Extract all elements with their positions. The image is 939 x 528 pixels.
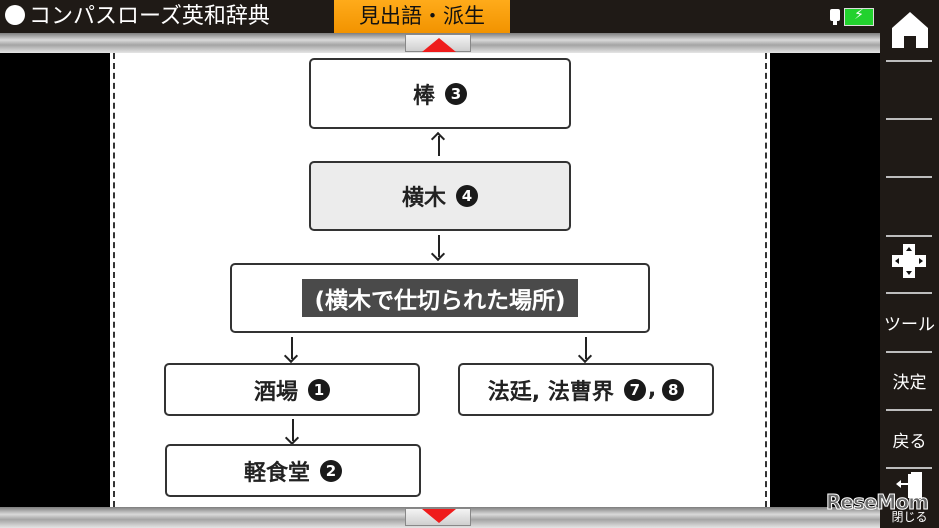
node-label: 軽食堂 xyxy=(243,460,310,486)
page-border-left xyxy=(113,53,115,507)
sidebar-divider xyxy=(886,60,932,62)
node-sakaba: 酒場 1 xyxy=(164,363,420,416)
circled-number: 4 xyxy=(456,185,478,207)
node-keishokudou: 軽食堂 2 xyxy=(165,444,421,497)
circle-icon xyxy=(5,5,25,25)
node-label: 横木 xyxy=(401,186,446,211)
sidebar-divider xyxy=(886,409,932,411)
home-icon[interactable] xyxy=(890,10,930,50)
node-yokogi: 横木 4 xyxy=(309,161,571,231)
triangle-up-icon xyxy=(422,38,456,52)
dpad-icon[interactable] xyxy=(892,244,926,278)
sidebar-divider xyxy=(886,351,932,353)
battery-charging-icon: ⚡ xyxy=(830,7,874,26)
node-sense: (横木で仕切られた場所) xyxy=(230,263,650,333)
circled-number: 7 xyxy=(623,378,646,401)
app-title: コンパスローズ英和辞典 xyxy=(5,2,270,31)
scroll-down-bar[interactable] xyxy=(0,507,880,528)
app-title-text: コンパスローズ英和辞典 xyxy=(29,4,270,29)
sidebar-divider xyxy=(886,467,932,469)
scroll-down-button[interactable] xyxy=(405,508,471,526)
right-sidebar: ツール 決定 戻る 閉じる xyxy=(880,0,939,528)
node-label: 棒 xyxy=(412,83,435,109)
decide-button[interactable]: 決定 xyxy=(892,373,927,393)
arrow-down xyxy=(291,337,293,359)
page-border-right xyxy=(765,53,767,507)
back-button[interactable]: 戻る xyxy=(892,432,927,452)
exit-icon[interactable] xyxy=(894,472,926,502)
sidebar-divider xyxy=(886,292,932,294)
arrow-up xyxy=(438,136,440,156)
sidebar-divider xyxy=(886,176,932,178)
sidebar-divider xyxy=(886,118,932,120)
node-label: 酒場 xyxy=(253,379,298,405)
scroll-up-bar[interactable] xyxy=(0,33,880,53)
circled-number: 2 xyxy=(320,459,342,482)
circled-number: 8 xyxy=(662,378,685,401)
arrow-down xyxy=(585,337,587,359)
scroll-up-button[interactable] xyxy=(405,34,471,52)
close-button[interactable]: 閉じる xyxy=(891,510,928,524)
arrow-down xyxy=(292,419,294,441)
arrow-down xyxy=(438,235,440,257)
circled-number: 3 xyxy=(445,82,467,105)
circled-number: 1 xyxy=(308,378,330,401)
sense-label: (横木で仕切られた場所) xyxy=(302,279,578,317)
sidebar-divider xyxy=(886,235,932,237)
triangle-down-icon xyxy=(422,509,456,523)
tool-button[interactable]: ツール xyxy=(884,315,935,335)
watermark: ReseMom xyxy=(826,490,930,515)
title-bar: コンパスローズ英和辞典 見出語・派生 ⚡ xyxy=(0,0,880,33)
mode-tab[interactable]: 見出語・派生 xyxy=(334,0,510,33)
node-label: 法廷, 法曹界 xyxy=(487,379,614,405)
